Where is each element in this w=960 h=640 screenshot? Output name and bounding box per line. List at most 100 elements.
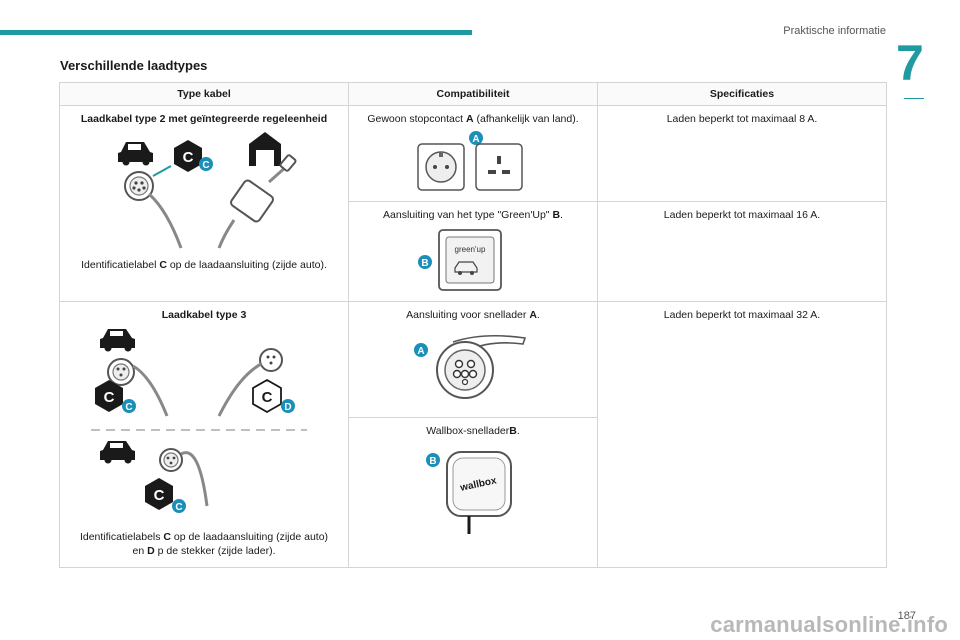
- label-c-hexagon: C: [145, 478, 173, 511]
- label-c-text: C: [183, 149, 194, 166]
- greenup-plate-icon: green'up: [438, 229, 502, 292]
- spec-b-text: Laden beperkt tot maximaal 16 A.: [663, 209, 821, 221]
- type2-caption: Identificatielabel C op de laadaansluiti…: [60, 252, 348, 272]
- type3-title: Laadkabel type 3: [161, 309, 247, 321]
- fast-charge-socket-illustration: A: [414, 335, 527, 400]
- garage-icon: [249, 132, 281, 167]
- badge-b: B: [426, 453, 440, 468]
- compat-a-pre: Gewoon stopcontact: [367, 113, 466, 125]
- type3-caption-pre: Identificatielabels: [79, 531, 164, 544]
- table-row: Laadkabel type 2 met geïntegreerde regel…: [59, 105, 887, 302]
- badge-c-text: C: [202, 160, 209, 171]
- type2-caption-label: C: [159, 259, 167, 272]
- car-icon: [100, 441, 135, 464]
- compat-wallbox-text: Wallbox-snelladerB.: [349, 418, 597, 438]
- compat-fast-post: .: [536, 309, 540, 321]
- cell-compat-greenup: Aansluiting van het type "Green'Up" B. B…: [348, 201, 598, 302]
- car-icon: [100, 329, 135, 352]
- badge-d: D: [281, 399, 295, 414]
- badge-b-text: B: [429, 456, 436, 467]
- car-connector-icon: [124, 165, 183, 249]
- compat-wallbox-pre: Wallbox-snellader: [426, 425, 510, 437]
- header-accent-bar: [0, 30, 472, 35]
- header-cable-type: Type kabel: [59, 82, 349, 106]
- header-compatibility: Compatibiliteit: [348, 82, 598, 106]
- compat-b-pre: Aansluiting van het type "Green'Up": [383, 209, 553, 221]
- greenup-plate-text: green'up: [455, 245, 486, 254]
- spec-a-text: Laden beperkt tot maximaal 8 A.: [666, 113, 818, 125]
- compat-wallbox-label: B: [509, 425, 517, 437]
- car-connector-icon: [107, 358, 169, 417]
- type3-socket-icon: [436, 335, 527, 400]
- type2-cable-illustration: C C: [118, 132, 297, 249]
- uk-socket-icon: [475, 143, 523, 191]
- car-connector-icon: [159, 448, 209, 507]
- badge-a-text: A: [417, 346, 424, 357]
- compat-a-post: (afhankelijk van land).: [473, 113, 579, 125]
- cell-spec-32a: Laden beperkt tot maximaal 32 A.: [597, 301, 887, 568]
- schuko-socket-icon: [417, 143, 465, 191]
- type3-caption-post: p de stekker (zijde lader).: [154, 545, 276, 558]
- badge-a: A: [414, 343, 428, 358]
- type3-caption-mid: op de laadaansluiting (zijde auto): [171, 531, 329, 544]
- wallbox-illustration: B wallbox: [426, 451, 512, 535]
- type3-caption-c: C: [163, 531, 172, 544]
- chapter-underline: [904, 98, 924, 99]
- compat-b-post: .: [560, 209, 563, 221]
- type3-caption-line2-pre: en: [132, 545, 148, 558]
- badge-c: C: [172, 499, 186, 514]
- type3-caption: Identificatielabels C op de laadaansluit…: [60, 526, 348, 564]
- badge-c-text: C: [125, 402, 132, 413]
- table-header-row: Type kabel Compatibiliteit Specificaties: [59, 82, 887, 106]
- section-title: Verschillende laadtypes: [60, 58, 208, 73]
- badge-b-text: B: [421, 258, 428, 269]
- compat-b-label: B: [552, 209, 561, 221]
- header-title: Praktische informatie: [783, 25, 886, 37]
- cell-spec-8a: Laden beperkt tot maximaal 8 A.: [597, 105, 887, 202]
- label-c-hexagon: C: [95, 380, 123, 413]
- compat-a-label: A: [466, 113, 474, 125]
- car-icon: [118, 142, 153, 166]
- label-c-text: C: [154, 487, 165, 504]
- control-box-icon: [217, 154, 297, 249]
- label-c-outline-hexagon: C: [252, 379, 282, 414]
- standard-socket-illustration: A: [417, 131, 523, 191]
- badge-d-text: D: [284, 402, 291, 413]
- table-row: Aansluiting van het type "Green'Up" B. B…: [60, 201, 887, 302]
- compat-fast-text: Aansluiting voor snellader A.: [349, 302, 597, 322]
- badge-b: B: [418, 255, 432, 270]
- label-c-text: C: [104, 389, 115, 406]
- type3-caption-d: D: [147, 545, 155, 558]
- cell-compat-standard-socket: Gewoon stopcontact A (afhankelijk van la…: [348, 105, 598, 202]
- compat-fast-label: A: [529, 309, 537, 321]
- cell-compat-wallbox: Wallbox-snelladerB. B wallbox: [348, 417, 598, 568]
- cell-type2-cable: Laadkabel type 2 met geïntegreerde regel…: [59, 105, 349, 302]
- table-row: Laadkabel type 3: [59, 301, 887, 568]
- label-c-outline-text: C: [262, 389, 273, 406]
- badge-c: C: [122, 399, 136, 414]
- type3-cable-illustration: C C C D: [91, 329, 307, 514]
- cell-type3-cable: Laadkabel type 3: [59, 301, 349, 568]
- watermark-text: carmanualsonline.info: [710, 612, 948, 637]
- label-c-hexagon: C: [174, 140, 202, 173]
- page-number: 187: [897, 610, 916, 622]
- type2-caption-post: op de laadaansluiting (zijde auto).: [166, 259, 327, 272]
- chapter-number: 7: [896, 35, 924, 91]
- compat-wallbox-post: .: [516, 425, 520, 437]
- header-specifications: Specificaties: [597, 82, 887, 106]
- compat-a-text: Gewoon stopcontact A (afhankelijk van la…: [349, 106, 597, 126]
- wallbox-charger-icon: wallbox: [446, 451, 512, 535]
- badge-c-text: C: [175, 502, 182, 513]
- type2-caption-pre: Identificatielabel: [81, 259, 160, 272]
- cell-compat-fast-socket: Aansluiting voor snellader A. A: [348, 301, 598, 418]
- badge-c: C: [199, 157, 213, 172]
- compat-b-text: Aansluiting van het type "Green'Up" B.: [349, 202, 597, 222]
- spec-fast-text: Laden beperkt tot maximaal 32 A.: [663, 309, 821, 321]
- greenup-socket-illustration: B green'up: [418, 229, 502, 292]
- compat-fast-pre: Aansluiting voor snellader: [406, 309, 530, 321]
- table-row: Wallbox-snelladerB. B wallbox: [60, 417, 887, 568]
- badge-a-text: A: [472, 134, 479, 145]
- charger-plug-icon: [217, 348, 283, 417]
- charging-types-table: Type kabel Compatibiliteit Specificaties…: [59, 82, 887, 568]
- type2-title: Laadkabel type 2 met geïntegreerde regel…: [80, 113, 328, 125]
